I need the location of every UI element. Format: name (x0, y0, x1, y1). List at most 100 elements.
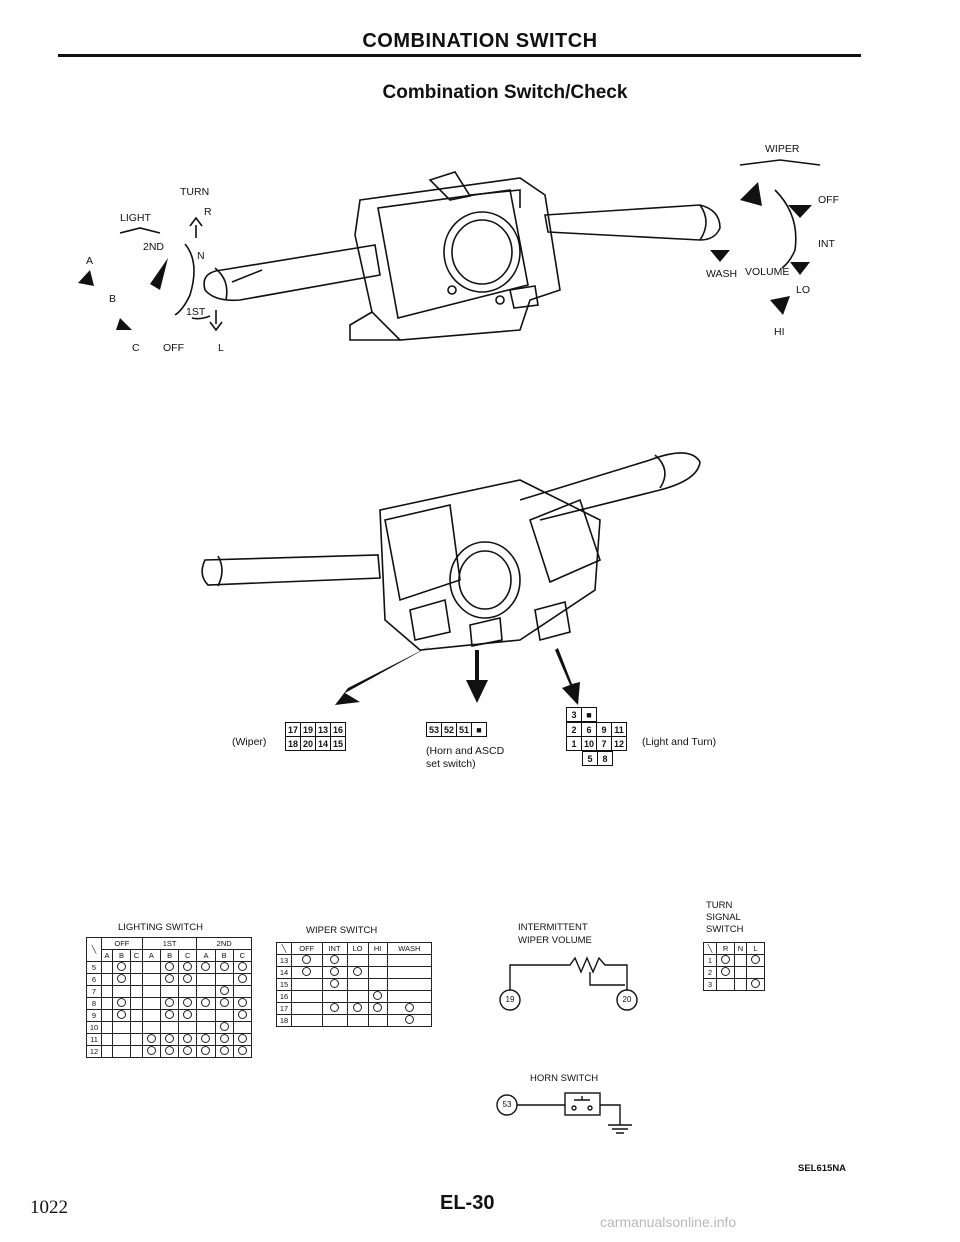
wiper-switch-title: WIPER SWITCH (306, 925, 378, 936)
pin: 20 (300, 736, 316, 751)
light-connector-label: (Light and Turn) (642, 736, 717, 748)
terminal-53: 53 (502, 1100, 512, 1109)
pin-blank: ■ (471, 722, 487, 737)
continuity-dot (330, 1003, 340, 1012)
continuity-dot (373, 1003, 383, 1012)
continuity-dot (750, 955, 760, 964)
wiper-int-label: INT (818, 238, 835, 250)
switch-top-illustration (78, 159, 821, 341)
page-code: EL-30 (440, 1192, 495, 1214)
continuity-dot (219, 1022, 229, 1031)
horn-connector-label-2: set switch) (426, 758, 476, 770)
turn-signal-title-1: TURN (706, 900, 733, 911)
table-row-label: 17 (276, 1002, 292, 1015)
continuity-dot (146, 1034, 156, 1043)
continuity-dot (165, 998, 175, 1007)
wiper-switch-table: ╲ OFF INT LO HI WASH 13 14 15 16 17 18 (276, 942, 433, 1027)
turn-signal-title-3: SWITCH (706, 924, 744, 935)
continuity-dot (165, 1046, 175, 1055)
continuity-dot (183, 1034, 193, 1043)
turn-label: TURN (180, 186, 210, 198)
table-row-label: 12 (86, 1045, 102, 1058)
continuity-dot (404, 1015, 414, 1024)
continuity-dot (373, 991, 383, 1000)
turn-n-label: N (197, 250, 205, 262)
light-off-label: OFF (163, 342, 184, 354)
wiper-lo-label: LO (796, 284, 811, 296)
light-b-label: B (109, 293, 117, 305)
table-row-label: 1 (703, 954, 717, 967)
continuity-dot (330, 955, 340, 964)
continuity-dot (330, 979, 340, 988)
continuity-dot (183, 974, 193, 983)
continuity-dot (353, 1003, 363, 1012)
wiper-wash-label: WASH (706, 268, 738, 280)
continuity-dot (302, 967, 312, 976)
turn-r-label: R (204, 206, 212, 218)
switch-rear-illustration (201, 452, 701, 705)
wiper-volume-label: VOLUME (745, 266, 790, 278)
title-rule (58, 54, 861, 57)
table-row-label: 3 (703, 978, 717, 991)
continuity-dot (201, 1046, 211, 1055)
continuity-dot (219, 986, 229, 995)
continuity-dot (750, 979, 760, 988)
continuity-dot (219, 998, 229, 1007)
continuity-dot (721, 967, 731, 976)
intermittent-title-1: INTERMITTENT (518, 922, 588, 933)
pin: 53 (426, 722, 442, 737)
continuity-dot (165, 1010, 175, 1019)
pin: 12 (611, 736, 627, 751)
continuity-dot (353, 967, 363, 976)
page-number: 1022 (30, 1197, 68, 1218)
watermark: carmanualsonline.info (600, 1214, 737, 1230)
continuity-dot (183, 1046, 193, 1055)
continuity-dot (330, 967, 340, 976)
continuity-dot (201, 962, 211, 971)
terminal-19: 19 (505, 995, 515, 1004)
continuity-dot (165, 962, 175, 971)
continuity-dot (219, 1034, 229, 1043)
continuity-dot (237, 1034, 247, 1043)
table-row-label: 9 (86, 1009, 102, 1022)
lighting-switch-title: LIGHTING SWITCH (118, 922, 203, 933)
continuity-dot (165, 974, 175, 983)
table-row-label: 11 (86, 1033, 102, 1046)
continuity-dot (183, 998, 193, 1007)
pin: 8 (597, 751, 613, 766)
continuity-dot (237, 998, 247, 1007)
continuity-dot (183, 1010, 193, 1019)
table-header: R (715, 942, 736, 955)
continuity-dot (237, 1010, 247, 1019)
continuity-dot (404, 1003, 414, 1012)
continuity-dot (219, 1046, 229, 1055)
table-row-label: 2 (703, 966, 717, 979)
horn-switch-title: HORN SWITCH (530, 1073, 599, 1084)
continuity-dot (117, 1010, 127, 1019)
table-row-label: 18 (276, 1014, 292, 1027)
continuity-dot (219, 962, 229, 971)
light-label: LIGHT (120, 212, 151, 224)
light-c-label: C (132, 342, 140, 354)
turn-signal-table: ╲ R N L 1 2 3 (703, 942, 766, 991)
page-title: COMBINATION SWITCH (362, 30, 598, 52)
section-title: Combination Switch/Check (382, 82, 628, 103)
continuity-dot (183, 962, 193, 971)
continuity-dot (302, 955, 312, 964)
continuity-dot (721, 955, 731, 964)
figure-reference: SEL615NA (798, 1163, 847, 1174)
intermittent-title-2: WIPER VOLUME (518, 935, 592, 946)
turn-signal-title-2: SIGNAL (706, 912, 741, 923)
terminal-20: 20 (622, 995, 632, 1004)
horn-connector-label-1: (Horn and ASCD (426, 745, 505, 757)
pin-blank: ■ (581, 707, 597, 722)
table-row-label: 8 (86, 997, 102, 1010)
continuity-dot (237, 1046, 247, 1055)
table-header: N (734, 942, 747, 955)
